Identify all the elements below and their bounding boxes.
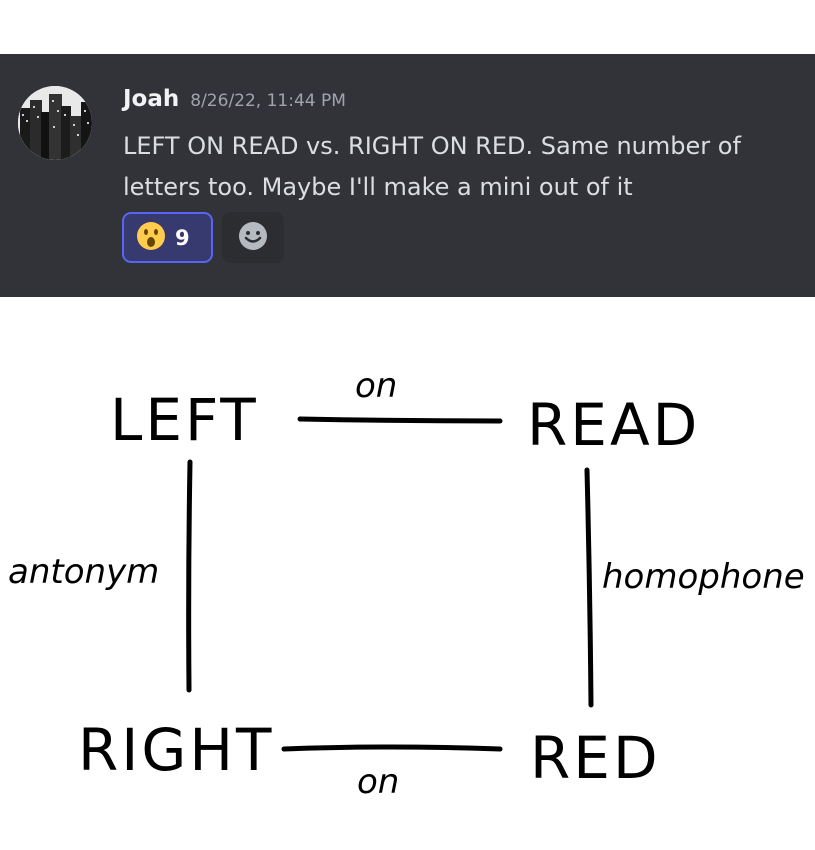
message-header: Joah 8/26/22, 11:44 PM: [123, 86, 346, 116]
reaction-astonished[interactable]: 9: [122, 212, 213, 263]
right-connector-line: [584, 467, 594, 708]
word-right: RIGHT: [78, 716, 275, 784]
message-text: LEFT ON READ vs. RIGHT ON RED. Same numb…: [123, 132, 741, 201]
edge-label-top: on: [355, 366, 398, 406]
edge-label-right: homophone: [602, 557, 805, 597]
add-reaction-button[interactable]: [222, 212, 284, 263]
word-red: RED: [530, 724, 661, 792]
chat-message: Joah 8/26/22, 11:44 PM LEFT ON READ vs. …: [0, 54, 815, 297]
astonished-face-icon: [136, 221, 166, 255]
top-connector-line: [297, 416, 503, 424]
add-reaction-smiley-icon: [237, 220, 269, 256]
bottom-connector-line: [281, 744, 503, 752]
word-read: READ: [527, 391, 701, 459]
username[interactable]: Joah: [123, 86, 180, 112]
edge-label-bottom: on: [357, 762, 400, 802]
reaction-count: 9: [175, 225, 190, 250]
edge-label-left: antonym: [8, 552, 160, 592]
timestamp[interactable]: 8/26/22, 11:44 PM: [190, 91, 346, 111]
word-left: LEFT: [110, 386, 259, 454]
city-skyline-avatar-image: [18, 86, 92, 160]
avatar[interactable]: [18, 86, 92, 160]
left-connector-line: [186, 459, 193, 693]
